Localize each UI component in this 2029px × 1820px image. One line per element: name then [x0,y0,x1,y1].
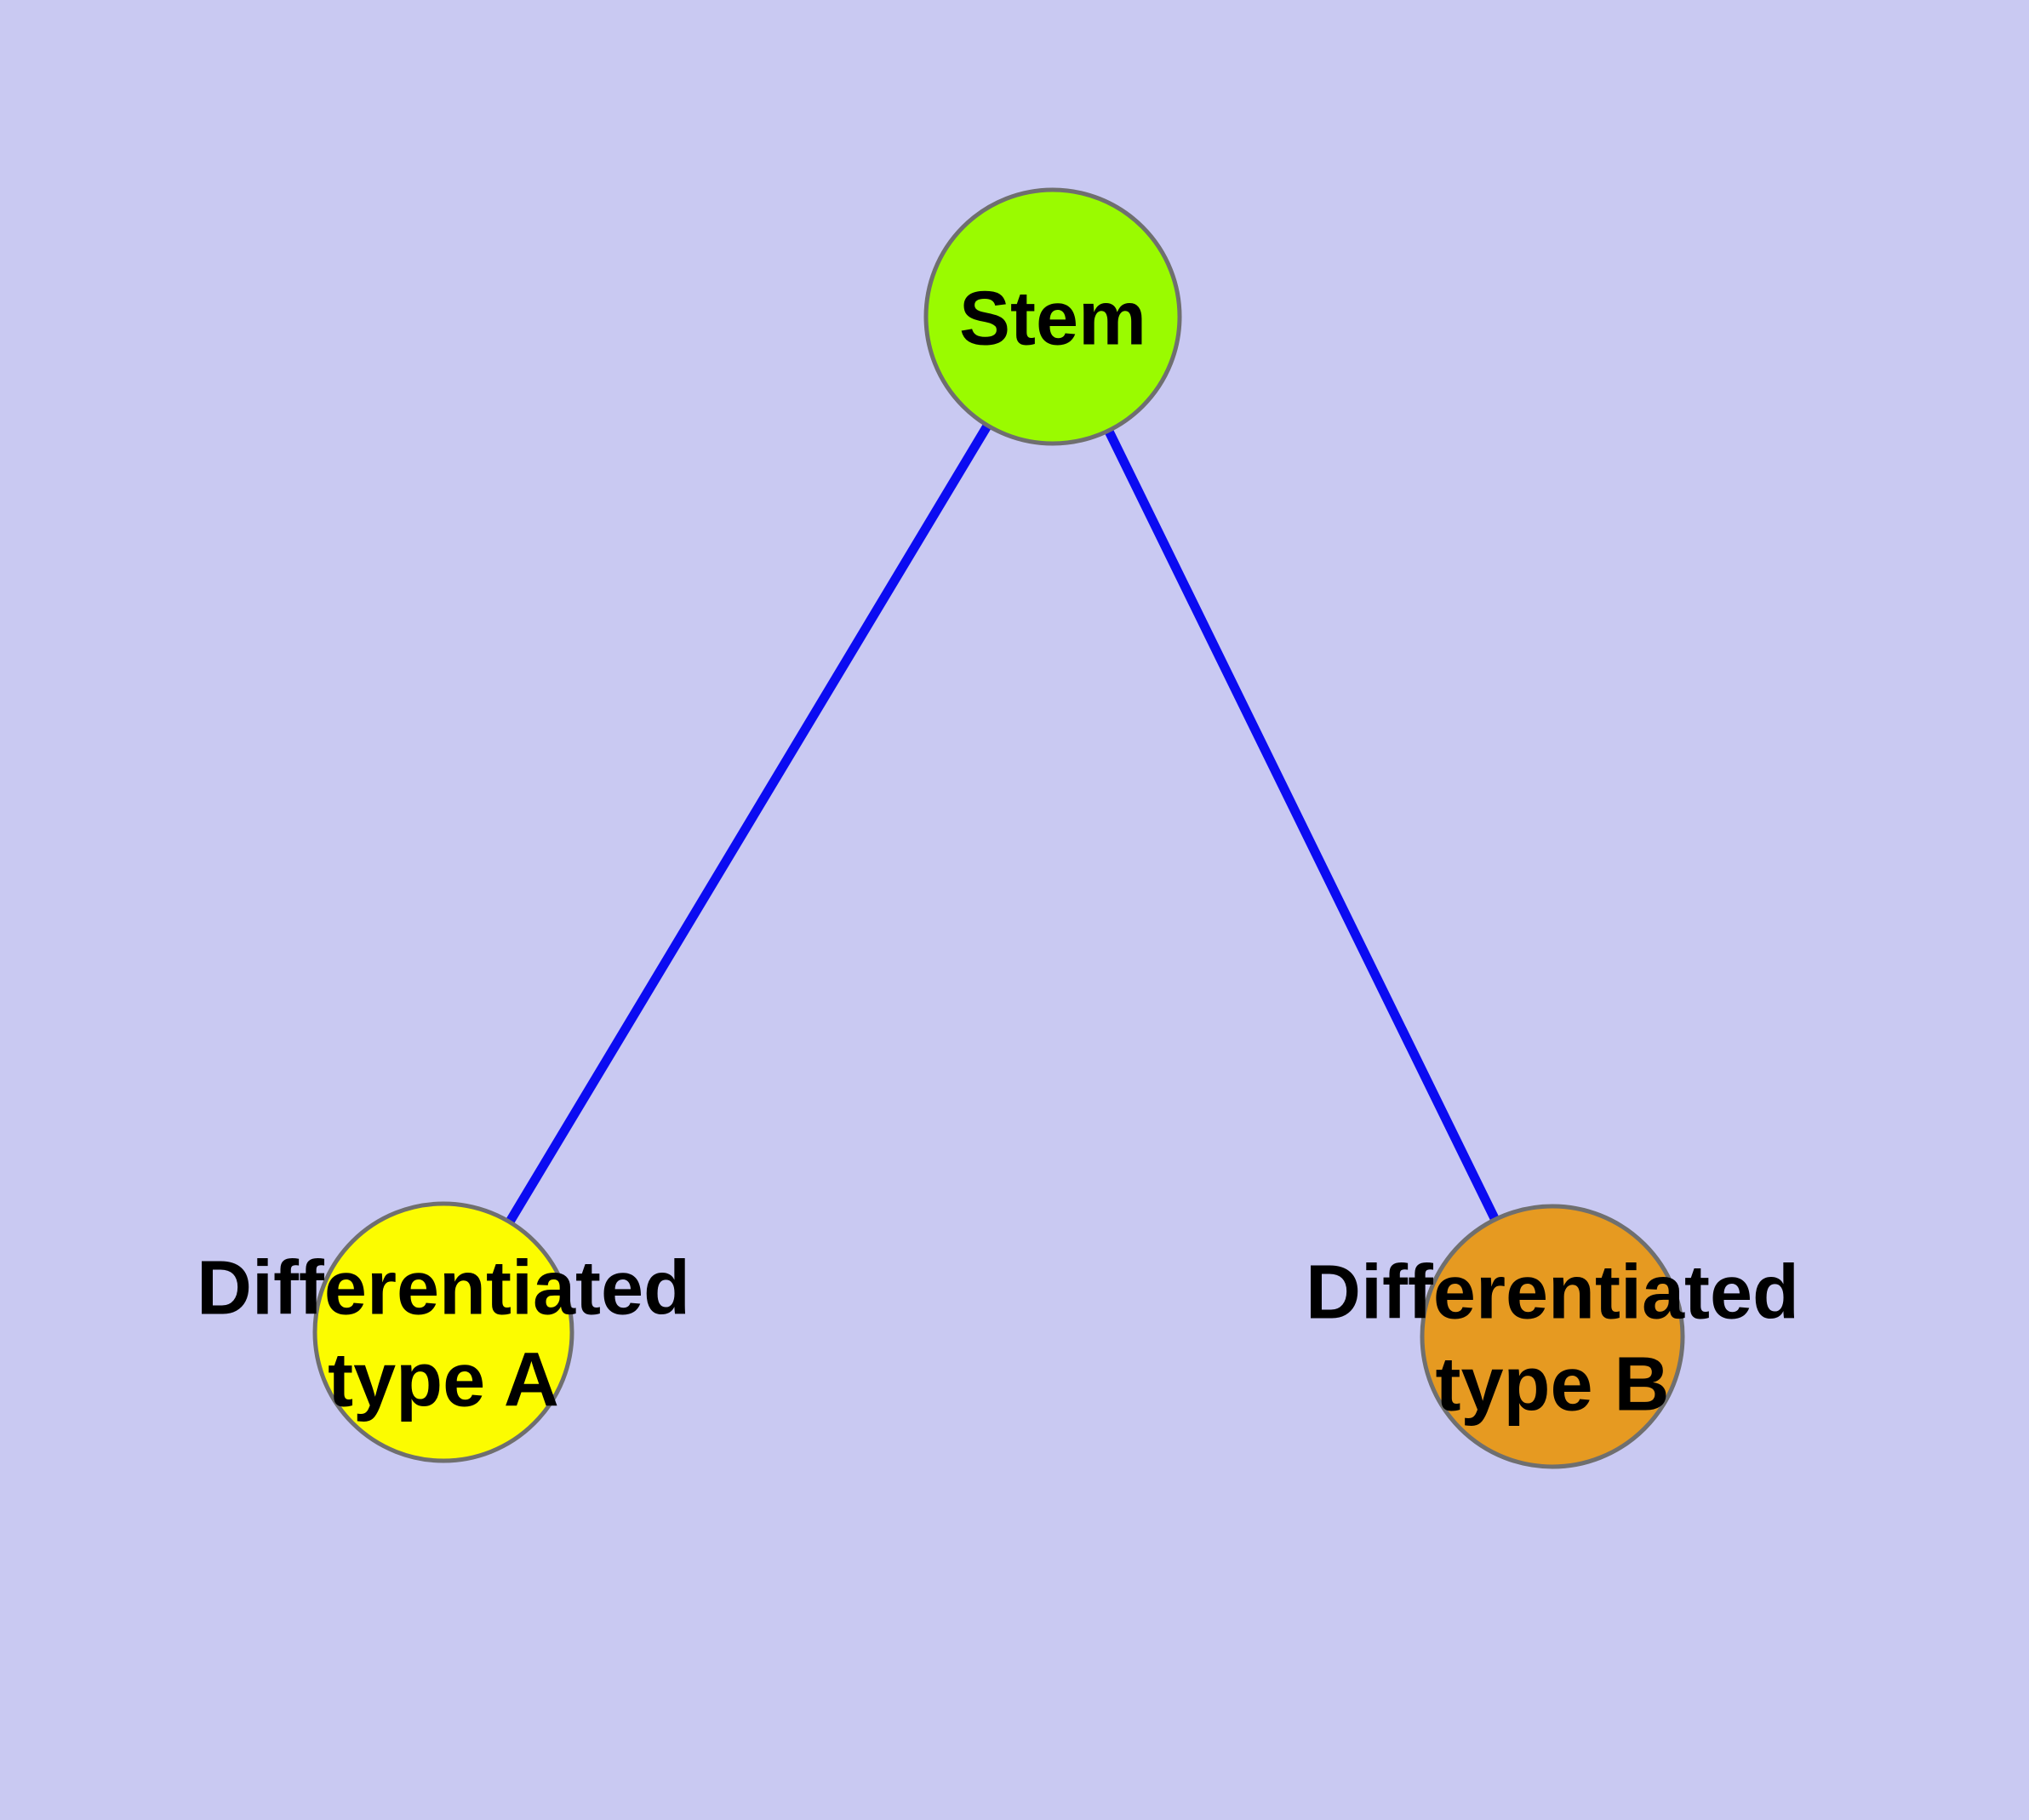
edge-stem-to-type-a [439,314,1057,1335]
edge-stem-to-type-b [1049,314,1557,1339]
stem-node-circle [923,187,1182,446]
stem-node-label: Stem [959,276,1146,361]
node-stem: Stem [923,187,1182,446]
edge-layer [439,314,1557,1339]
differentiated-type-a-node-circle [312,1201,574,1463]
differentiated-type-b-node-circle [1420,1204,1685,1469]
